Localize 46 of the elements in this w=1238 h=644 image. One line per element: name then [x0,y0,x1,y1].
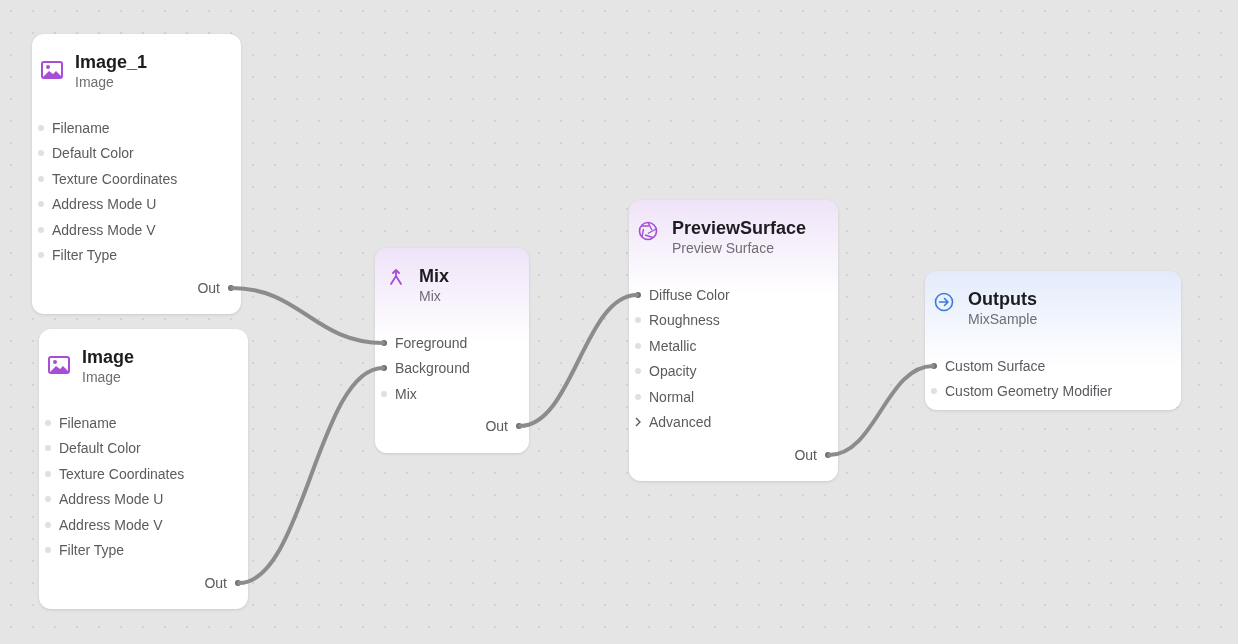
port-label: Normal [649,389,695,405]
port-label: Metallic [649,338,697,354]
connector [237,366,385,585]
connector [518,293,639,428]
port-label: Custom Geometry Modifier [945,383,1113,399]
node-title: Outputs [968,289,1037,309]
port-label: Address Mode V [52,222,156,238]
port-label: Default Color [59,440,141,456]
node-card [375,248,529,453]
port-label: Out [794,447,817,463]
port-label: Mix [395,386,417,402]
port-label: Diffuse Color [649,287,730,303]
port-label: Foreground [395,335,468,351]
port-label: Opacity [649,363,697,379]
port-label: Filename [52,120,110,136]
port-label: Default Color [52,145,134,161]
port-label: Texture Coordinates [52,171,178,187]
port-label: Out [204,575,227,591]
connector [827,364,935,457]
node-card [925,271,1181,410]
port-label: Filter Type [59,542,125,558]
node-title: Image [82,347,135,367]
port-label: Advanced [649,414,712,430]
port-label: Texture Coordinates [59,466,185,482]
port-label: Address Mode U [52,196,157,212]
port-label: Out [197,280,220,296]
node-subtitle: MixSample [968,311,1038,327]
node-title: PreviewSurface [672,218,807,238]
node-subtitle: Image [82,369,121,385]
node-card [629,200,838,481]
port-label: Custom Surface [945,358,1046,374]
node-card [39,329,248,609]
port-label: Filename [59,415,117,431]
port-label: Address Mode V [59,517,163,533]
node-subtitle: Mix [419,288,441,304]
connector [230,286,385,345]
node-subtitle: Image [75,74,114,90]
port-label: Background [395,360,470,376]
node-card [32,34,241,314]
node-title: Mix [419,266,449,286]
node-subtitle: Preview Surface [672,240,774,256]
port-label: Address Mode U [59,491,164,507]
port-label: Roughness [649,312,720,328]
port-label: Filter Type [52,247,118,263]
node-title: Image_1 [75,52,148,72]
port-label: Out [485,418,508,434]
